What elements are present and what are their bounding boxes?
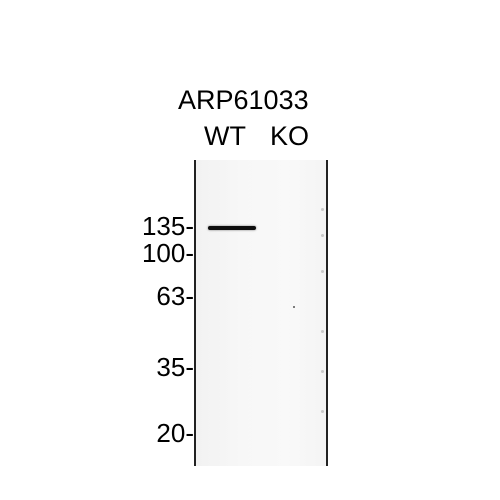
marker-100: 100- <box>141 238 194 268</box>
edge-artifact <box>321 330 324 333</box>
marker-35: 35- <box>156 352 194 382</box>
wt-protein-band <box>208 226 256 230</box>
marker-20: 20- <box>156 418 194 448</box>
edge-artifact <box>321 208 324 211</box>
western-blot-membrane <box>194 160 328 466</box>
edge-artifact <box>321 410 324 413</box>
antibody-label: ARP61033 <box>178 85 309 115</box>
lane-label-wt: WT <box>204 121 246 151</box>
lane-label-ko: KO <box>270 121 310 151</box>
marker-135: 135- <box>141 211 194 241</box>
edge-artifact <box>321 370 324 373</box>
edge-artifact <box>321 234 324 237</box>
ko-lane-speck <box>293 306 295 308</box>
marker-63: 63- <box>156 281 194 311</box>
edge-artifact <box>321 270 324 273</box>
